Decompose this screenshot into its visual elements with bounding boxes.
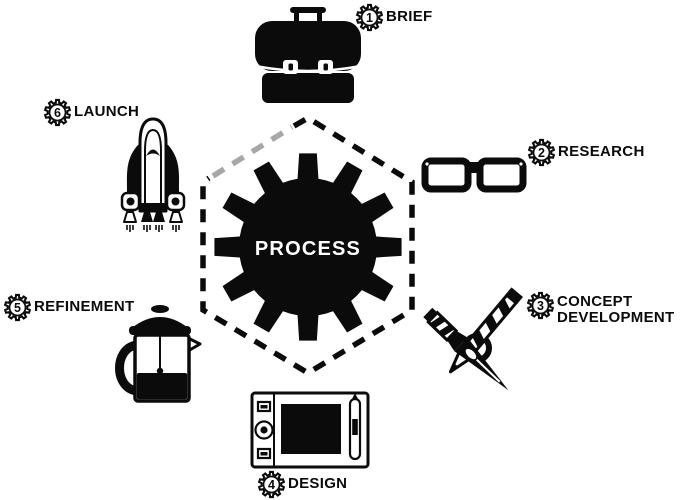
hexagon-done-segment xyxy=(211,124,294,179)
process-label: PROCESS xyxy=(254,238,362,260)
process-hexagon-outline xyxy=(200,114,415,377)
process-gear xyxy=(214,153,402,341)
